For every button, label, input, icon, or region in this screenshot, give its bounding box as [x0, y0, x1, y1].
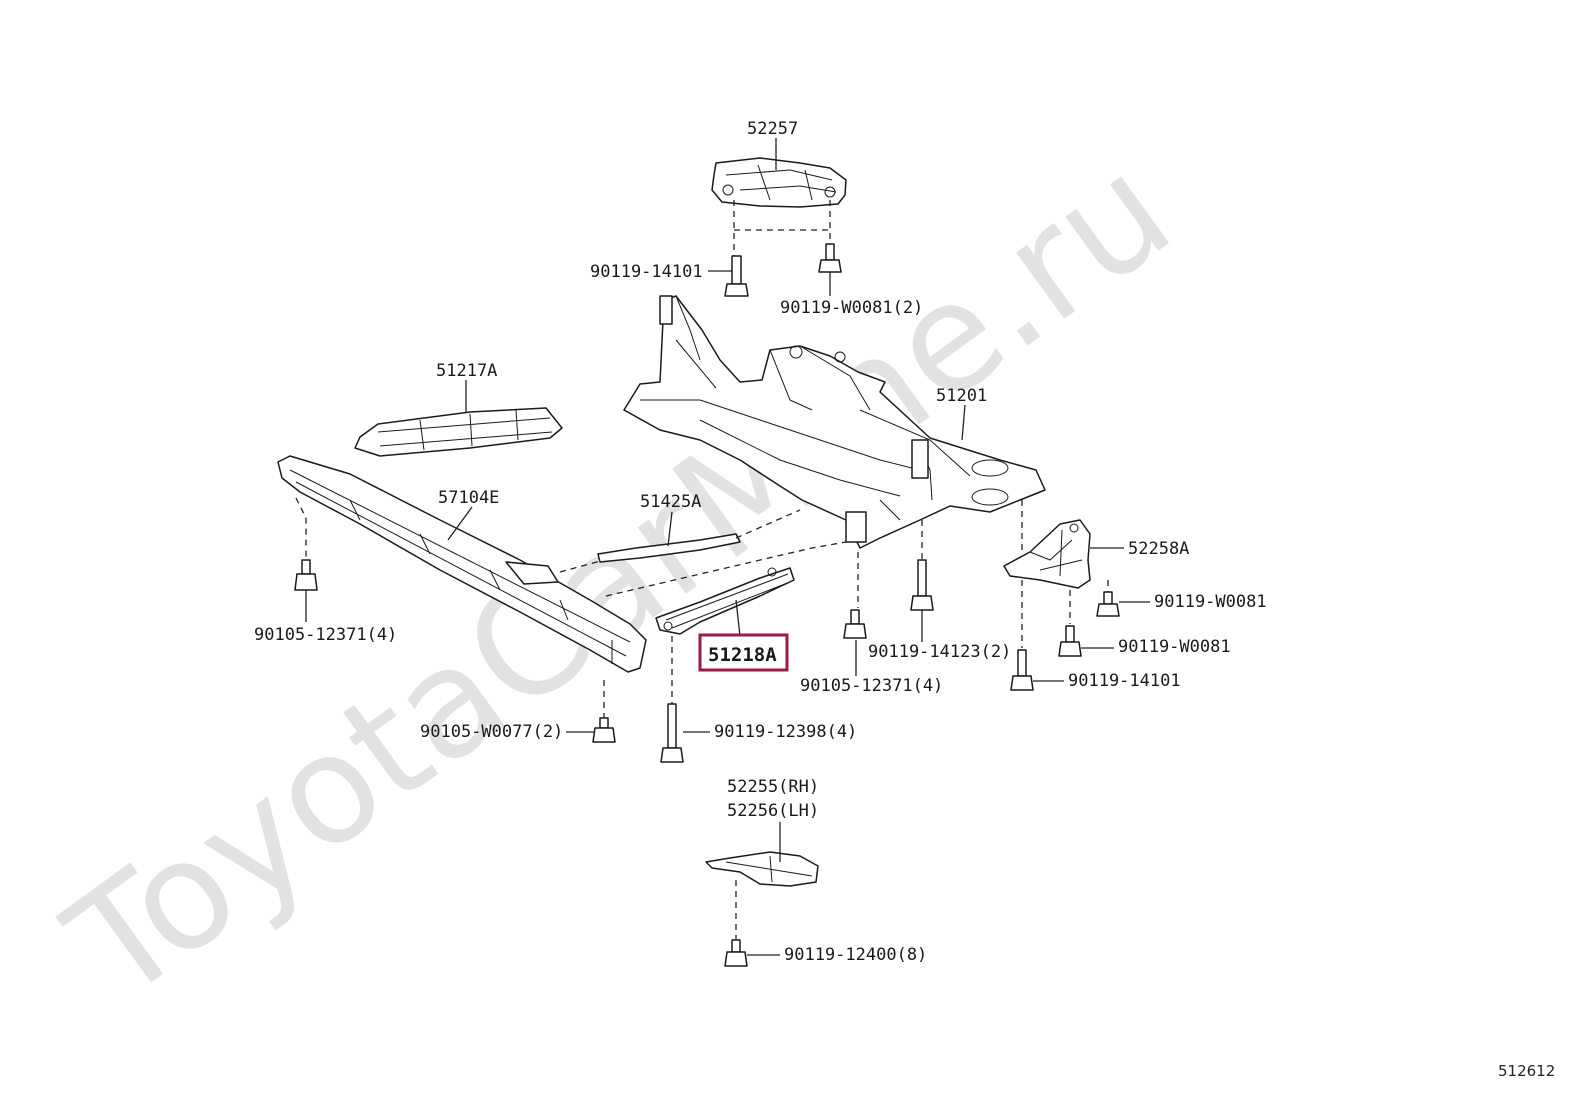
leader-57104E [447, 506, 473, 541]
part-52257-drawing[interactable] [711, 157, 847, 208]
bolt-90119-14101-right[interactable] [1010, 649, 1034, 691]
bolt-90119-14123[interactable] [910, 559, 934, 611]
leader-51218A [735, 599, 741, 637]
bolt-90119-W0081-top[interactable] [818, 243, 842, 273]
bolt-90119-12400[interactable] [724, 939, 748, 967]
leader-51201 [961, 404, 966, 441]
part-52258A-drawing[interactable] [1003, 519, 1091, 589]
part-57104E-drawing[interactable] [277, 455, 647, 673]
part-51217A-drawing[interactable] [354, 407, 563, 457]
bolt-90105-W0077[interactable] [592, 717, 616, 743]
label-90119-W0081-b[interactable]: 90119-W0081 [1118, 637, 1231, 657]
part-51425A-drawing[interactable] [597, 533, 741, 563]
part-51201-drawing[interactable] [623, 295, 1046, 549]
label-90119-14101-top[interactable]: 90119-14101 [590, 262, 703, 282]
label-52257[interactable]: 52257 [747, 119, 798, 139]
label-51218A[interactable]: 51218A [708, 644, 777, 666]
label-57104E[interactable]: 57104E [438, 488, 499, 508]
bolt-90105-12371-mid[interactable] [843, 609, 867, 639]
bolt-90119-W0081-a[interactable] [1096, 591, 1120, 617]
bolt-90119-W0081-b[interactable] [1058, 625, 1082, 657]
label-51217A[interactable]: 51217A [436, 361, 497, 381]
part-51218A-drawing[interactable] [655, 567, 795, 635]
leader-51425A [667, 511, 673, 547]
label-52256-lh[interactable]: 52256(LH) [727, 801, 819, 821]
label-90105-12371-mid[interactable]: 90105-12371(4) [800, 676, 943, 696]
label-90119-14101-right[interactable]: 90119-14101 [1068, 671, 1181, 691]
bolt-90119-14101-top[interactable] [724, 255, 749, 297]
diagram-ref-number: 512612 [1498, 1062, 1555, 1080]
label-90105-12371-left[interactable]: 90105-12371(4) [254, 625, 397, 645]
bolt-90105-12371-left[interactable] [294, 559, 318, 591]
label-90119-W0081-2[interactable]: 90119-W0081(2) [780, 298, 923, 318]
label-90119-W0081-a[interactable]: 90119-W0081 [1154, 592, 1267, 612]
label-90119-12398-4[interactable]: 90119-12398(4) [714, 722, 857, 742]
label-52255-rh[interactable]: 52255(RH) [727, 777, 819, 797]
label-51201[interactable]: 51201 [936, 386, 987, 406]
highlight-box [698, 633, 789, 672]
label-90119-14123-2[interactable]: 90119-14123(2) [868, 642, 1011, 662]
label-90119-12400-8[interactable]: 90119-12400(8) [784, 945, 927, 965]
label-52258A[interactable]: 52258A [1128, 539, 1189, 559]
label-90105-W0077-2[interactable]: 90105-W0077(2) [420, 722, 563, 742]
label-51425A[interactable]: 51425A [640, 492, 701, 512]
bolt-90119-12398[interactable] [660, 703, 684, 763]
part-52255-52256-drawing[interactable] [705, 851, 819, 887]
